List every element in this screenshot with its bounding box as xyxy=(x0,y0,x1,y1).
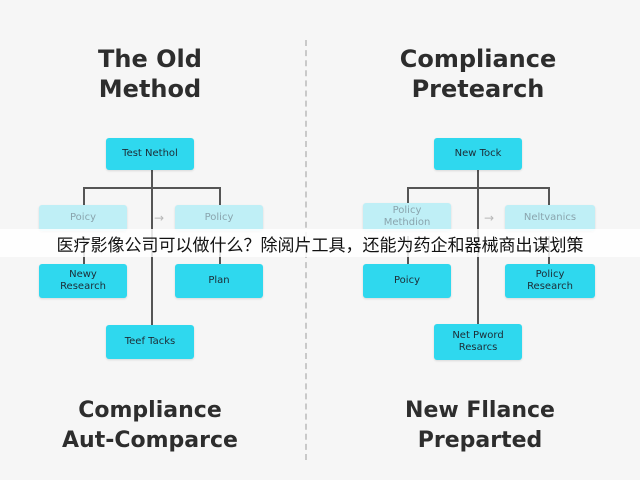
right-node-bottom[interactable]: Net Pword Resarcs xyxy=(434,324,522,360)
left-footer-line1: Compliance xyxy=(78,398,222,423)
left-node-low-left[interactable]: Newy Research xyxy=(39,264,127,298)
right-footer-line1: New Fllance xyxy=(405,398,555,423)
left-title-line2: Method xyxy=(98,75,202,103)
right-node-mid-left[interactable]: Policy Methdion xyxy=(363,203,451,231)
right-arrow: → xyxy=(484,211,495,225)
left-node-bottom[interactable]: Teef Tacks xyxy=(106,325,194,359)
left-arrow: → xyxy=(154,211,165,225)
headline-banner: 医疗影像公司可以做什么？除阅片工具，还能为药企和器械商出谋划策 xyxy=(0,229,640,257)
right-connector xyxy=(407,187,549,189)
left-node-mid-right[interactable]: Policy xyxy=(175,205,263,231)
right-node-mid-right[interactable]: Neltvanics xyxy=(505,205,595,231)
left-title-line1: The Old xyxy=(98,45,202,73)
right-title-line1: Compliance xyxy=(399,45,557,73)
left-node-mid-left[interactable]: Poicy xyxy=(39,205,127,231)
right-connector xyxy=(548,187,550,207)
right-connector xyxy=(407,187,409,207)
right-node-low-right[interactable]: Policy Research xyxy=(505,264,595,298)
right-node-top[interactable]: New Tock xyxy=(434,138,522,170)
left-node-low-right[interactable]: Plan xyxy=(175,264,263,298)
right-node-low-left[interactable]: Poicy xyxy=(363,264,451,298)
left-node-top[interactable]: Test Nethol xyxy=(106,138,194,170)
left-connector xyxy=(219,187,221,207)
right-footer-line2: Preparted xyxy=(417,428,543,453)
left-footer-line2: Aut-Comparce xyxy=(62,428,238,453)
right-title-line2: Pretearch xyxy=(411,75,545,103)
left-connector xyxy=(83,187,85,207)
left-connector xyxy=(83,187,220,189)
